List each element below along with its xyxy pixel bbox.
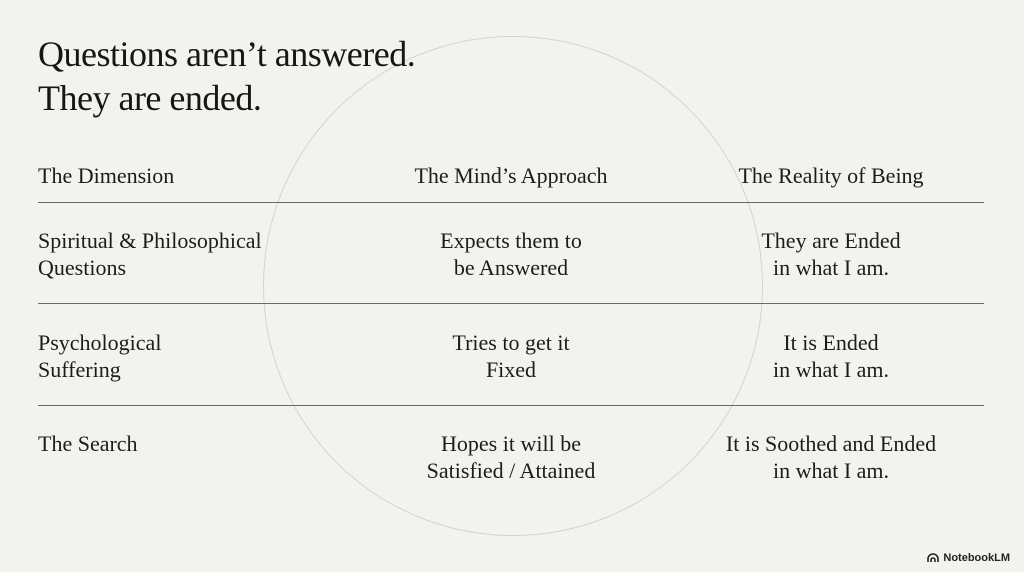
row-approach-line: Fixed <box>485 357 537 382</box>
row-approach: Hopes it will be Satisfied / Attained <box>361 430 661 484</box>
row-reality: It is Ended in what I am. <box>681 329 981 383</box>
row-reality-line: It is Ended <box>783 330 879 355</box>
slide-title: Questions aren’t answered. They are ende… <box>38 32 416 120</box>
row-reality-line: in what I am. <box>772 255 890 280</box>
row-dimension-line: Questions <box>38 255 126 280</box>
brand-label: NotebookLM <box>943 552 1010 564</box>
row-dimension: Spiritual & Philosophical Questions <box>38 227 262 281</box>
row-reality-line: It is Soothed and Ended <box>725 431 937 456</box>
row-approach: Tries to get it Fixed <box>361 329 661 383</box>
row-reality: They are Ended in what I am. <box>681 227 981 281</box>
row-dimension-line: Suffering <box>38 357 121 382</box>
header-approach: The Mind’s Approach <box>414 163 608 188</box>
row-approach-line: be Answered <box>453 255 569 280</box>
row-dimension: The Search <box>38 430 138 457</box>
row-approach-line: Satisfied / Attained <box>426 458 596 483</box>
header-reality: The Reality of Being <box>738 163 924 188</box>
title-line-2: They are ended. <box>38 78 262 118</box>
background-circle <box>263 36 763 536</box>
row-approach-line: Hopes it will be <box>441 431 581 456</box>
row-reality-line: in what I am. <box>772 357 890 382</box>
row-reality: It is Soothed and Ended in what I am. <box>681 430 981 484</box>
row-reality-line: They are Ended <box>761 228 901 253</box>
header-divider <box>38 202 984 203</box>
title-line-1: Questions aren’t answered. <box>38 34 416 74</box>
row-reality-line: in what I am. <box>772 458 890 483</box>
row-dimension: Psychological Suffering <box>38 329 161 383</box>
row-dimension-line: Spiritual & Philosophical <box>38 228 262 253</box>
row-dimension-line: The Search <box>38 431 138 456</box>
brand-watermark: NotebookLM <box>927 552 1010 564</box>
row-divider <box>38 303 984 304</box>
notebooklm-logo-icon <box>927 553 940 562</box>
row-dimension-line: Psychological <box>38 330 162 355</box>
header-dimension: The Dimension <box>38 163 175 188</box>
row-divider <box>38 405 984 406</box>
row-approach-line: Expects them to <box>440 228 582 253</box>
row-approach: Expects them to be Answered <box>361 227 661 281</box>
row-approach-line: Tries to get it <box>452 330 570 355</box>
